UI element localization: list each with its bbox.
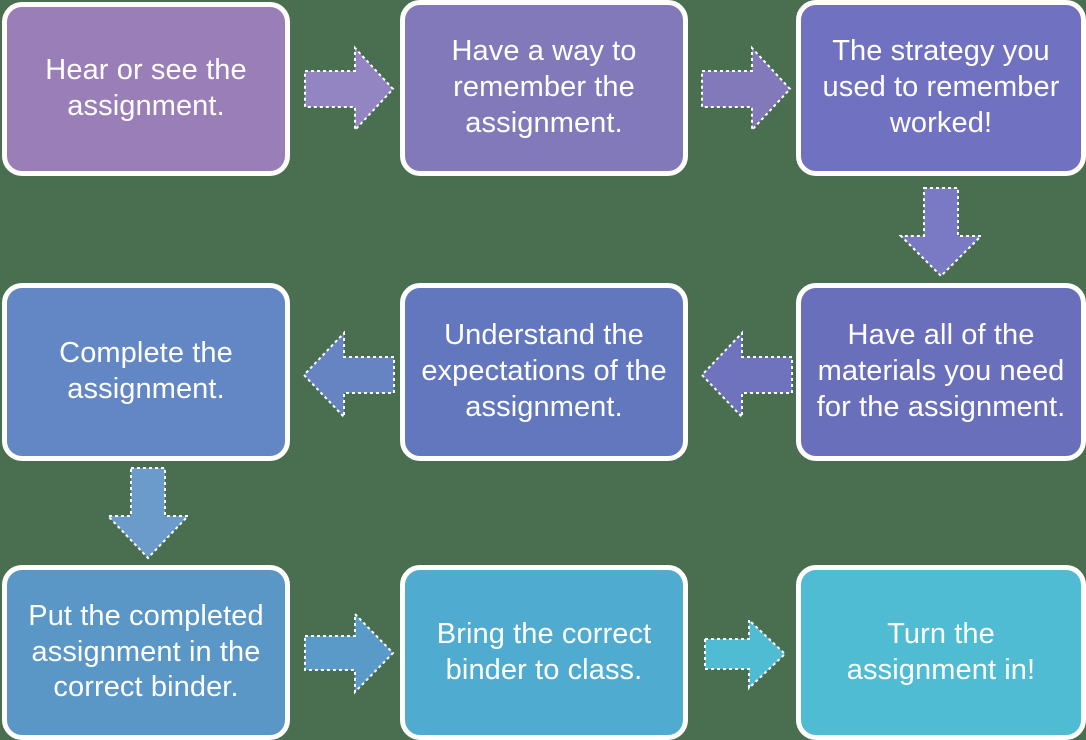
flow-node-label: Turn the assignment in! <box>846 617 1036 686</box>
flow-arrow-down-step6-step7 <box>100 466 196 560</box>
flow-node-step-2[interactable]: Have a way to remember the assignment. <box>400 0 688 176</box>
flow-node-step-6[interactable]: Complete the assignment. <box>2 283 290 461</box>
flow-arrow-right-step1-step2 <box>303 40 395 138</box>
flow-node-label: Complete the assignment. <box>59 337 233 405</box>
flow-node-label: Understand the expectations of the assig… <box>421 319 667 423</box>
flow-node-label: Have a way to remember the assignment. <box>451 35 637 139</box>
flow-node-label: Bring the correct binder to class. <box>436 617 652 686</box>
flow-arrow-down-step3-step4 <box>893 186 989 278</box>
flow-node-step-8[interactable]: Bring the correct binder to class. <box>400 565 688 740</box>
flow-node-step-4[interactable]: Have all of the materials you need for t… <box>796 283 1086 461</box>
flow-node-step-1[interactable]: Hear or see the assignment. <box>2 2 290 176</box>
flow-node-label: Have all of the materials you need for t… <box>816 319 1066 423</box>
flow-node-label: The strategy you used to remember worked… <box>822 35 1060 139</box>
flow-node-label: Put the completed assignment in the corr… <box>28 599 264 704</box>
flow-arrow-right-step2-step3 <box>700 40 792 138</box>
flow-arrow-left-step4-step5 <box>698 325 794 425</box>
flow-node-step-3[interactable]: The strategy you used to remember worked… <box>796 0 1086 176</box>
flow-arrow-right-step8-step9 <box>703 615 787 693</box>
flow-arrow-right-step7-step8 <box>303 608 395 698</box>
flow-arrow-left-step5-step6 <box>300 325 396 425</box>
flow-node-step-9[interactable]: Turn the assignment in! <box>796 565 1086 740</box>
flow-node-step-5[interactable]: Understand the expectations of the assig… <box>400 283 688 461</box>
flow-node-label: Hear or see the assignment. <box>45 54 247 122</box>
flow-node-step-7[interactable]: Put the completed assignment in the corr… <box>2 565 290 740</box>
